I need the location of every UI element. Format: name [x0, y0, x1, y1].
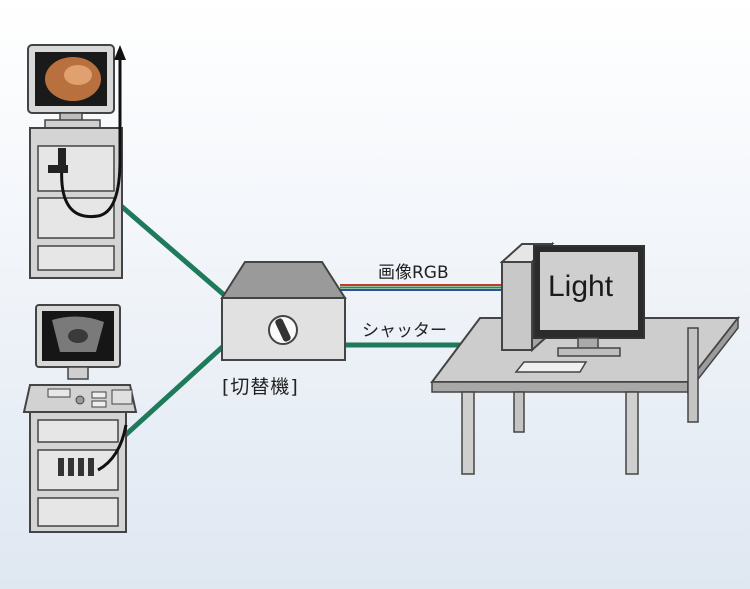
desk-leg-front-left	[461, 391, 475, 475]
monitor-screen	[540, 252, 638, 330]
desk-leg-back-right	[687, 327, 699, 423]
cable-ultrasound-to-switcher	[118, 338, 232, 442]
desk-leg-front-right	[625, 391, 639, 475]
pc-monitor	[533, 245, 645, 357]
ultrasound-probe-cable	[97, 424, 128, 472]
switcher-box	[220, 261, 347, 361]
monitor-screen-text: Light	[548, 270, 614, 303]
shutter-label: シャッター	[362, 321, 447, 341]
ultrasound-system	[22, 304, 138, 533]
keyboard	[514, 361, 588, 373]
endoscope-scope-cable	[60, 58, 122, 219]
rgb-cable	[340, 284, 510, 291]
scope-tip-arrow	[114, 45, 126, 60]
image-rgb-label: 画像RGB	[378, 263, 449, 283]
endoscope-system	[27, 44, 126, 279]
switcher-label: [切替機]	[222, 376, 299, 398]
desk-leg-back-left	[513, 391, 525, 433]
cable-endoscope-to-switcher	[118, 203, 232, 302]
